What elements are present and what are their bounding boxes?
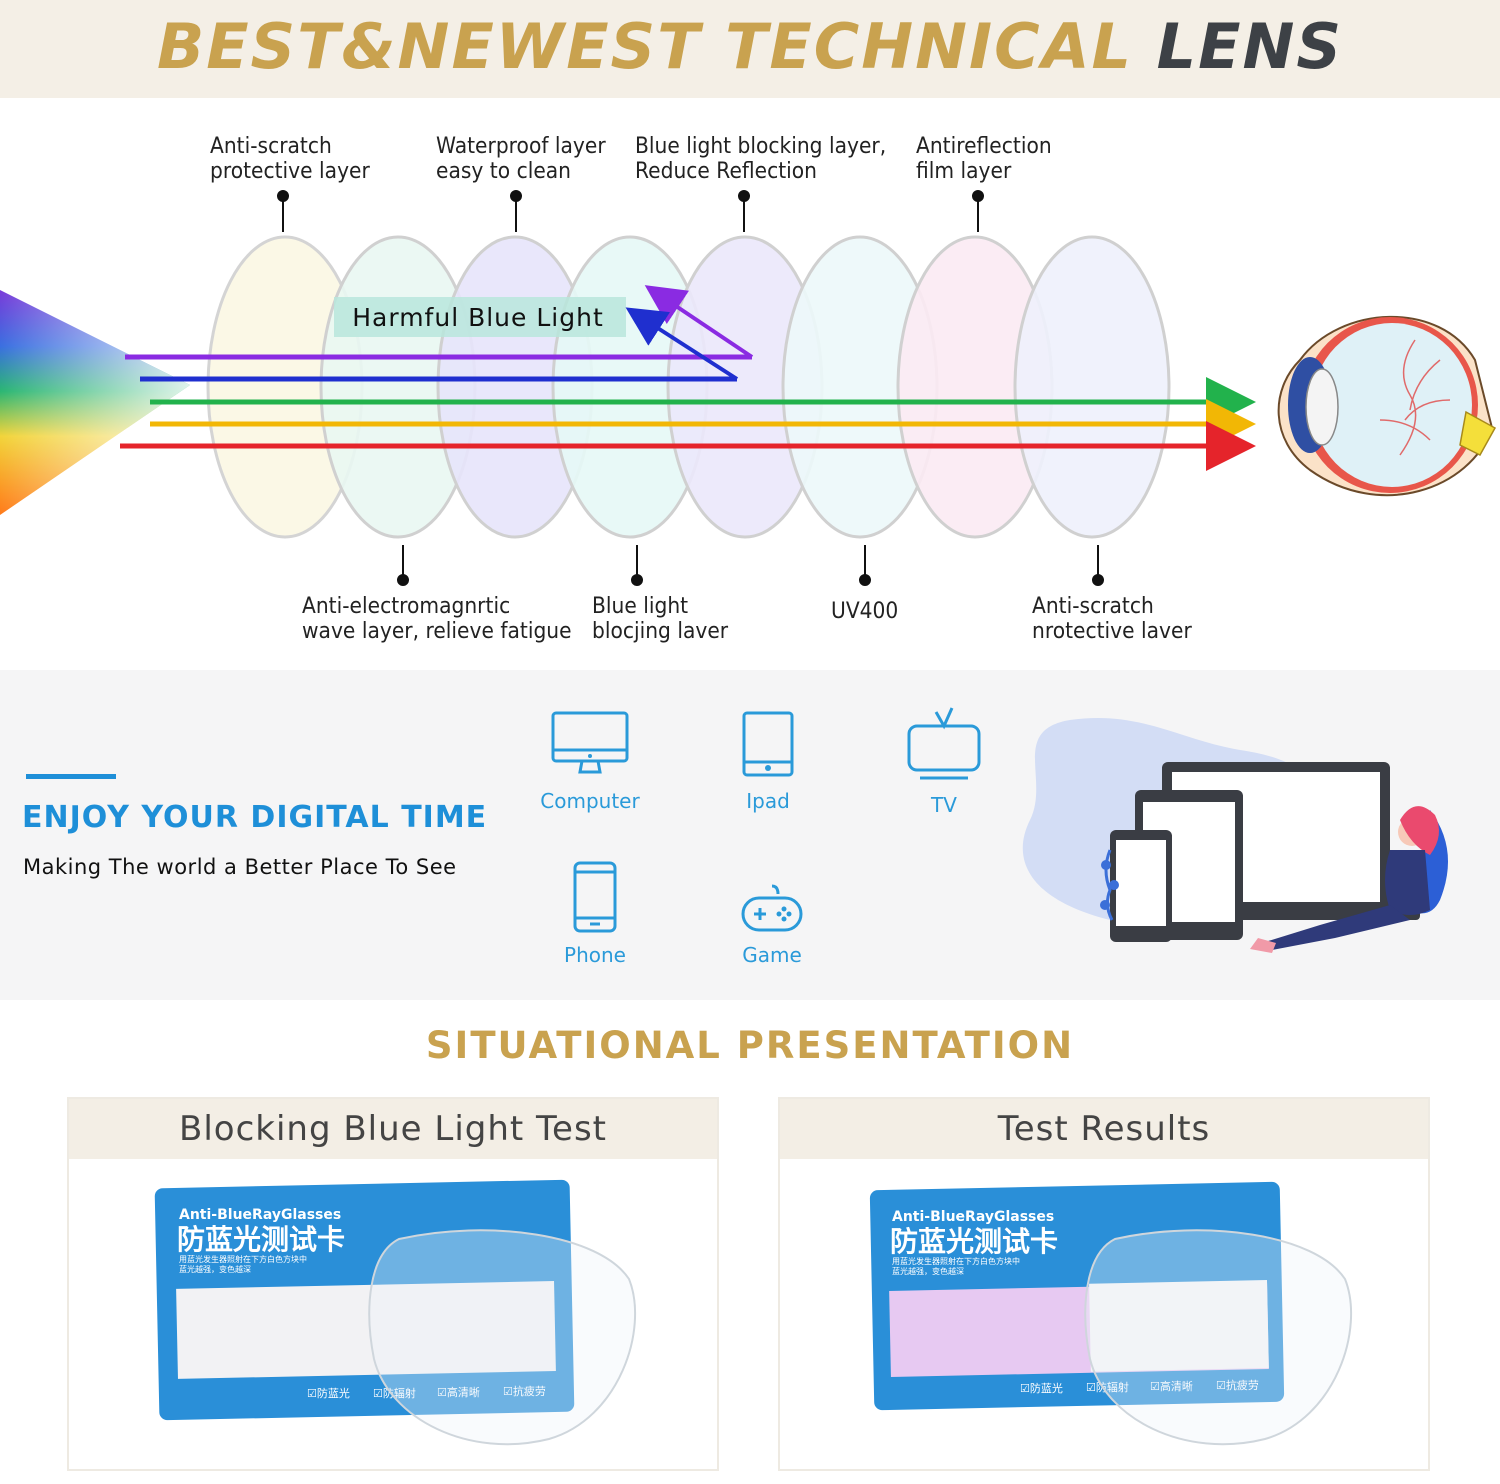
- ray-purple-reflect: [644, 285, 754, 359]
- device-game: Game: [702, 882, 842, 967]
- lens-sample: [368, 1229, 637, 1446]
- card-note-1-2: 用蓝光发生器照射在下方白色方块中: [892, 1256, 1020, 1266]
- devices-illustration: [1022, 717, 1448, 953]
- header-banner: BEST&NEWEST TECHNICAL LENS: [0, 0, 1500, 98]
- gamepad-icon: [741, 884, 803, 932]
- page-title: BEST&NEWEST TECHNICAL LENS: [0, 10, 1500, 83]
- light-rays: [120, 285, 1256, 471]
- tv-icon: [907, 707, 981, 780]
- device-ipad: Ipad: [698, 710, 838, 813]
- device-phone: Phone: [525, 860, 665, 967]
- card-check-1: ☑防蓝光: [307, 1386, 350, 1400]
- card-title-2: 防蓝光测试卡: [890, 1225, 1058, 1258]
- label-uv400: UV400: [831, 599, 899, 624]
- card-check-3-2: ☑高清晰: [1150, 1379, 1193, 1393]
- card-brand-2: Anti-BlueRayGlasses: [892, 1209, 1054, 1225]
- panel-title-blocking-test: Blocking Blue Light Test: [69, 1099, 717, 1159]
- top-pointers: [277, 190, 984, 232]
- device-label-phone: Phone: [564, 943, 626, 967]
- monitor-icon: [551, 711, 629, 774]
- card-note-1: 用蓝光发生器照射在下方白色方块中: [179, 1254, 307, 1264]
- harmful-label-box: [334, 297, 626, 337]
- label-anti-scratch-bottom: Anti-scratch nrotective laver: [1032, 594, 1192, 644]
- lens-layer-diagram: Harmful Blue Light: [0, 190, 1497, 586]
- lens-sample-2: [1084, 1229, 1353, 1446]
- test-card-after: Anti-BlueRayGlasses 防蓝光测试卡 用蓝光发生器照射在下方白色…: [869, 1181, 1353, 1446]
- ray-blue-reflect: [625, 307, 739, 381]
- label-blue-light-blocking: Blue light blocking layer, Reduce Reflec…: [635, 134, 887, 184]
- device-label-ipad: Ipad: [746, 789, 790, 813]
- device-label-computer: Computer: [540, 789, 640, 813]
- card-check-4: ☑抗疲劳: [503, 1384, 546, 1398]
- panel-title-test-results: Test Results: [780, 1099, 1428, 1159]
- device-computer: Computer: [520, 710, 660, 813]
- bottom-pointers: [397, 545, 1104, 586]
- card-check-2-2: ☑防辐射: [1086, 1380, 1129, 1394]
- card-title: 防蓝光测试卡: [177, 1223, 345, 1256]
- title-dark-part: LENS: [1156, 10, 1344, 83]
- card-note-2-2: 蓝光越强，变色越深: [892, 1266, 964, 1276]
- digital-subtitle: Making The world a Better Place To See: [23, 855, 457, 879]
- test-card-before: Anti-BlueRayGlasses 防蓝光测试卡 用蓝光发生器照射在下方白色…: [154, 1179, 637, 1446]
- label-waterproof: Waterproof layer easy to clean: [436, 134, 606, 184]
- label-anti-electromagnetic: Anti-electromagnrtic wave layer, relieve…: [302, 594, 572, 644]
- label-antireflection: Antireflection film layer: [916, 134, 1052, 184]
- card-brand: Anti-BlueRayGlasses: [179, 1207, 341, 1223]
- lens-stack: [206, 235, 1171, 539]
- card-check-1-2: ☑防蓝光: [1020, 1381, 1063, 1395]
- label-blue-light-layer: Blue light blocjing laver: [592, 594, 729, 644]
- card-check-4-2: ☑抗疲劳: [1216, 1378, 1259, 1392]
- panel-test-results: Test Results Anti-BlueRayGlasses 防蓝光测试卡 …: [778, 1097, 1430, 1471]
- harmful-blue-light-label: Harmful Blue Light: [352, 303, 604, 332]
- card-note-2: 蓝光越强，变色越深: [179, 1264, 251, 1274]
- device-label-game: Game: [742, 943, 802, 967]
- title-gold-part: BEST&NEWEST TECHNICAL: [156, 10, 1134, 83]
- label-anti-scratch-top: Anti-scratch protective layer: [210, 134, 370, 184]
- digital-title: ENJOY YOUR DIGITAL TIME: [22, 800, 488, 835]
- digital-time-section: ENJOY YOUR DIGITAL TIME Making The world…: [0, 670, 1500, 1000]
- card-check-3: ☑高清晰: [437, 1385, 480, 1399]
- eye-illustration: [1277, 315, 1497, 497]
- device-tv: TV: [874, 704, 1014, 817]
- situational-title: SITUATIONAL PRESENTATION: [425, 1024, 1075, 1067]
- device-label-tv: TV: [931, 793, 957, 817]
- card-check-2: ☑防辐射: [373, 1386, 416, 1400]
- phone-icon: [573, 861, 617, 933]
- panel-blocking-test: Blocking Blue Light Test Anti-BlueRayGla…: [67, 1097, 719, 1471]
- tablet-icon: [742, 711, 794, 777]
- accent-bar: [26, 774, 116, 779]
- lens-layer-8: [1013, 235, 1171, 539]
